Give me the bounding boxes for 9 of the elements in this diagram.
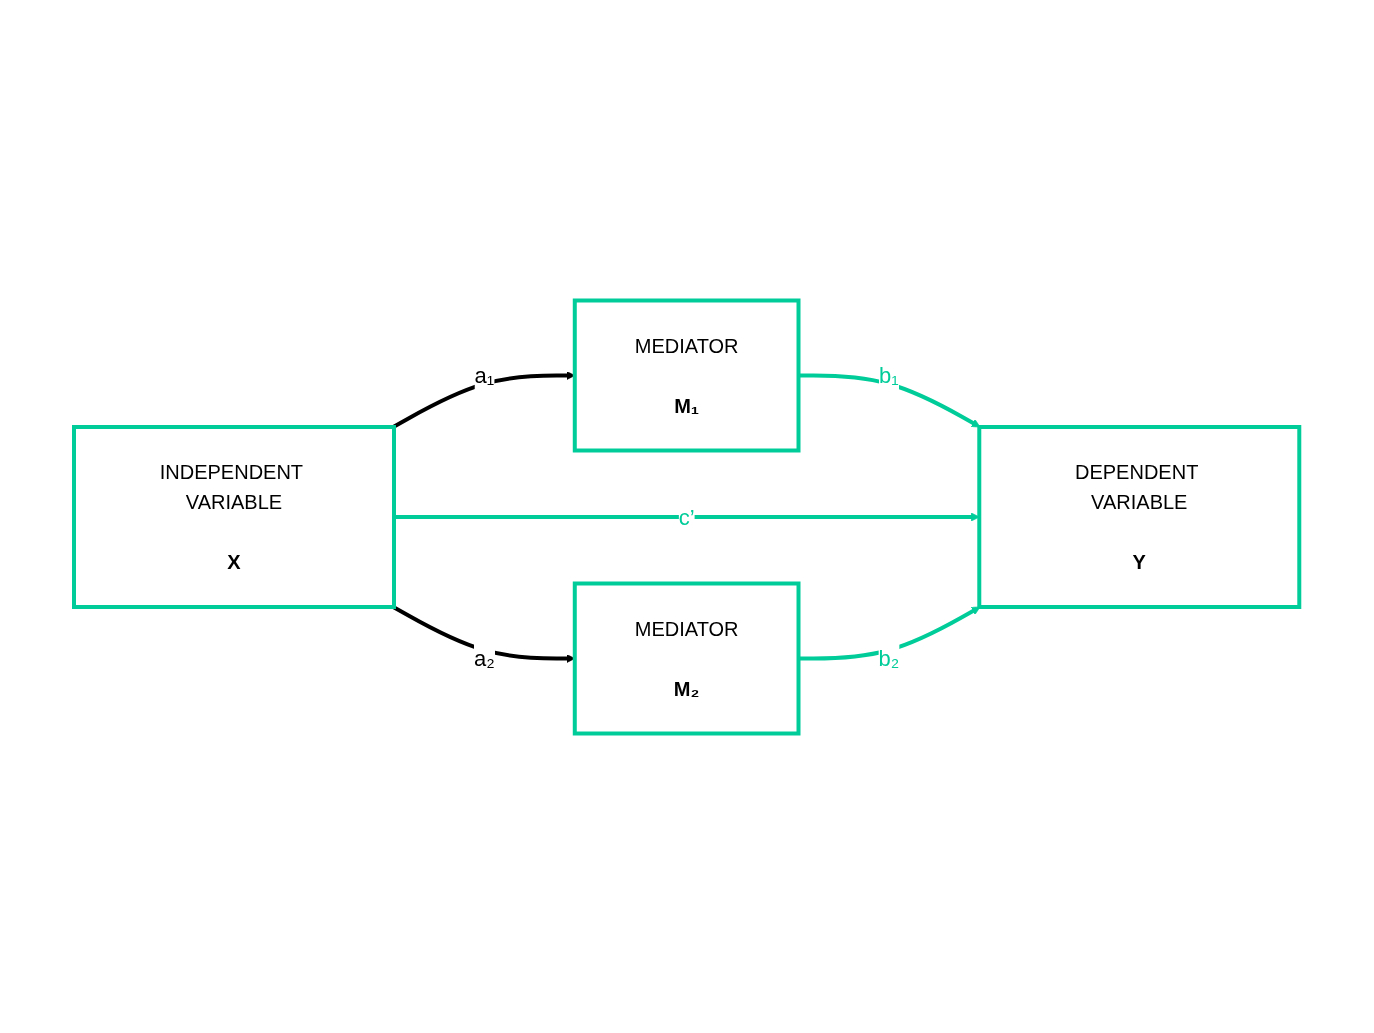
- edge-label: a₁: [474, 362, 495, 388]
- edge-label: c’: [679, 504, 695, 529]
- edge-label: b₂: [878, 645, 900, 671]
- node-box: INDEPENDENT VARIABLE X: [72, 424, 397, 609]
- node-box: MEDIATOR M₂: [573, 581, 801, 735]
- edge-label: b₁: [879, 362, 900, 388]
- node-box: MEDIATOR M₁: [573, 298, 801, 452]
- node-box: DEPENDENT VARIABLE Y: [977, 424, 1302, 609]
- edge-label: a₂: [474, 645, 496, 671]
